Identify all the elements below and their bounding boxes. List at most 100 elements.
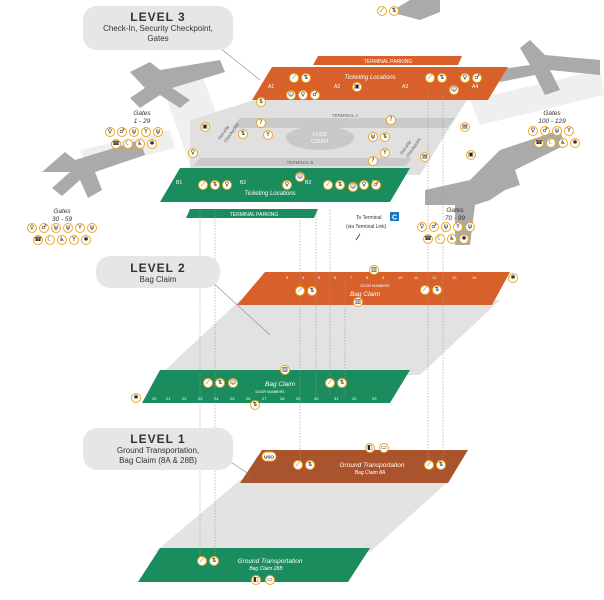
level2-upper-title: Bag Claim: [350, 291, 381, 298]
gates-100-129-range: 100 - 129: [538, 118, 566, 125]
gates-70-99-range: 70 - 99: [445, 215, 466, 222]
bar-icon: Y: [380, 148, 390, 158]
restroom-icon: ♀: [188, 148, 198, 158]
quiet-room-icon: ☾: [123, 139, 133, 149]
escalator-icon: ⟋: [325, 378, 335, 388]
pet-relief-icon: ✱: [459, 234, 469, 244]
food-icon: ψ: [63, 223, 73, 233]
food-icon: ψ: [441, 222, 451, 232]
door-5: 5: [318, 275, 321, 280]
door-25: 25: [230, 396, 235, 401]
baby-changing-icon: ☺: [295, 172, 305, 182]
level1-subtitle-line1: Ground Transportation,: [116, 446, 200, 455]
train-icon: ▣: [466, 150, 476, 160]
level1-title: LEVEL 1: [130, 432, 186, 446]
level3-terminal-a-road: [232, 118, 455, 128]
terminal-c-badge-text: C: [392, 215, 397, 222]
level1-subtitle-line2: Bag Claim (8A & 28B): [119, 456, 197, 465]
door-8: 8: [366, 275, 369, 280]
food-icon: ψ: [465, 222, 475, 232]
gates-1-29-range: 1 - 29: [134, 118, 151, 125]
baby-changing-icon: ☺: [348, 182, 358, 192]
escalator-icon: ⟋: [198, 180, 208, 190]
luggage-icon: ▥: [280, 365, 290, 375]
door-9: 9: [382, 275, 385, 280]
concourse-top: [390, 0, 440, 20]
restroom-icon: ♀: [27, 223, 37, 233]
baby-changing-icon: ☺: [228, 378, 238, 388]
restroom-icon: ♀: [359, 180, 369, 190]
restroom-icon: ♂: [540, 126, 550, 136]
bus-icon: ▭: [265, 575, 275, 585]
accessible-icon: ♿: [558, 138, 568, 148]
quiet-room-icon: ☾: [435, 234, 445, 244]
escalator-icon: ⟋: [323, 180, 333, 190]
zone-b1: B1: [176, 180, 182, 186]
level2-subtitle: Bag Claim: [139, 275, 177, 284]
level2-upper-bagclaim: [237, 272, 510, 305]
restroom-icon: ♀: [222, 180, 232, 190]
quiet-room-icon: ☾: [546, 138, 556, 148]
pet-relief-icon: ✱: [508, 273, 518, 283]
level2-upper-doors: 3 4 5 6 7 8 9 10 11 12 13 14: [286, 275, 477, 280]
concourse-gates-1-29: [130, 60, 225, 108]
information-icon: ▣: [352, 82, 362, 92]
terminal-link-line2: (via Terminal Link): [346, 224, 387, 230]
escalator-icon: ⟋: [425, 73, 435, 83]
concourse-gates-100-129: [495, 40, 600, 95]
food-court-line2: COURT: [311, 139, 329, 145]
zone-a4: A4: [472, 84, 478, 90]
pet-relief-icon: ✱: [81, 235, 91, 245]
door-26: 26: [246, 396, 251, 401]
food-icon: ψ: [129, 127, 139, 137]
restroom-icon: ♀: [528, 126, 538, 136]
door-33: 33: [372, 396, 377, 401]
food-court-area: [286, 126, 354, 150]
level2-title: LEVEL 2: [130, 261, 186, 275]
level1-pill: LEVEL 1 Ground Transportation, Bag Claim…: [83, 428, 233, 470]
shop-icon: ▤: [420, 152, 430, 162]
level3-pill: LEVEL 3 Check-In, Security Checkpoint, G…: [83, 6, 233, 50]
door-22: 22: [182, 396, 187, 401]
ticketing-b-text: Ticketing Locations: [244, 191, 295, 197]
accessible-icon: ♿: [135, 139, 145, 149]
elevator-icon: ⇅: [238, 129, 248, 139]
door-30: 30: [314, 396, 319, 401]
door-6: 6: [334, 275, 337, 280]
door-21: 21: [166, 396, 171, 401]
food-icon: ψ: [153, 127, 163, 137]
information-icon: ?: [386, 115, 396, 125]
restroom-icon: ♂: [310, 90, 320, 100]
terminal-b-label: TERMINAL B: [287, 160, 314, 165]
elevator-icon: ⇅: [301, 73, 311, 83]
level3-terminal-b-road: [194, 158, 412, 166]
food-court-line1: FOOD: [313, 132, 328, 138]
door-11: 11: [414, 275, 419, 280]
train-icon: ▣: [200, 122, 210, 132]
escalator-icon: ⟋: [377, 6, 387, 16]
elevator-icon: ⇅: [250, 400, 260, 410]
parking-bottom-text: TERMINAL PARKING: [230, 212, 279, 218]
zone-b2: B2: [240, 180, 246, 186]
door-24: 24: [214, 396, 219, 401]
concourses: [42, 0, 600, 245]
quiet-room-icon: ☾: [45, 235, 55, 245]
gates-1-29-label: Gates: [133, 110, 151, 117]
restroom-icon: ♂: [117, 127, 127, 137]
bar-icon: Y: [141, 127, 151, 137]
level1-floor: [155, 480, 450, 552]
door-28: 28: [280, 396, 285, 401]
phone-icon: ☎: [33, 235, 43, 245]
taxi-icon: ◧: [251, 575, 261, 585]
level3-subtitle-line1: Check-In, Security Checkpoint,: [103, 24, 213, 33]
level1-upper-sub: Bag Claim 8A: [355, 470, 386, 476]
luggage-icon: ▥: [353, 297, 363, 307]
bar-icon: Y: [75, 223, 85, 233]
restroom-icon: ♀: [460, 73, 470, 83]
concourse-gates-70-99: [425, 130, 565, 245]
terminal-a-label: TERMINAL A: [332, 113, 359, 118]
gates-100-129-label: Gates: [543, 110, 561, 117]
escalator-icon: ⟋: [203, 378, 213, 388]
pet-relief-icon: ✱: [147, 139, 157, 149]
taxi-icon: ◧: [365, 443, 375, 453]
